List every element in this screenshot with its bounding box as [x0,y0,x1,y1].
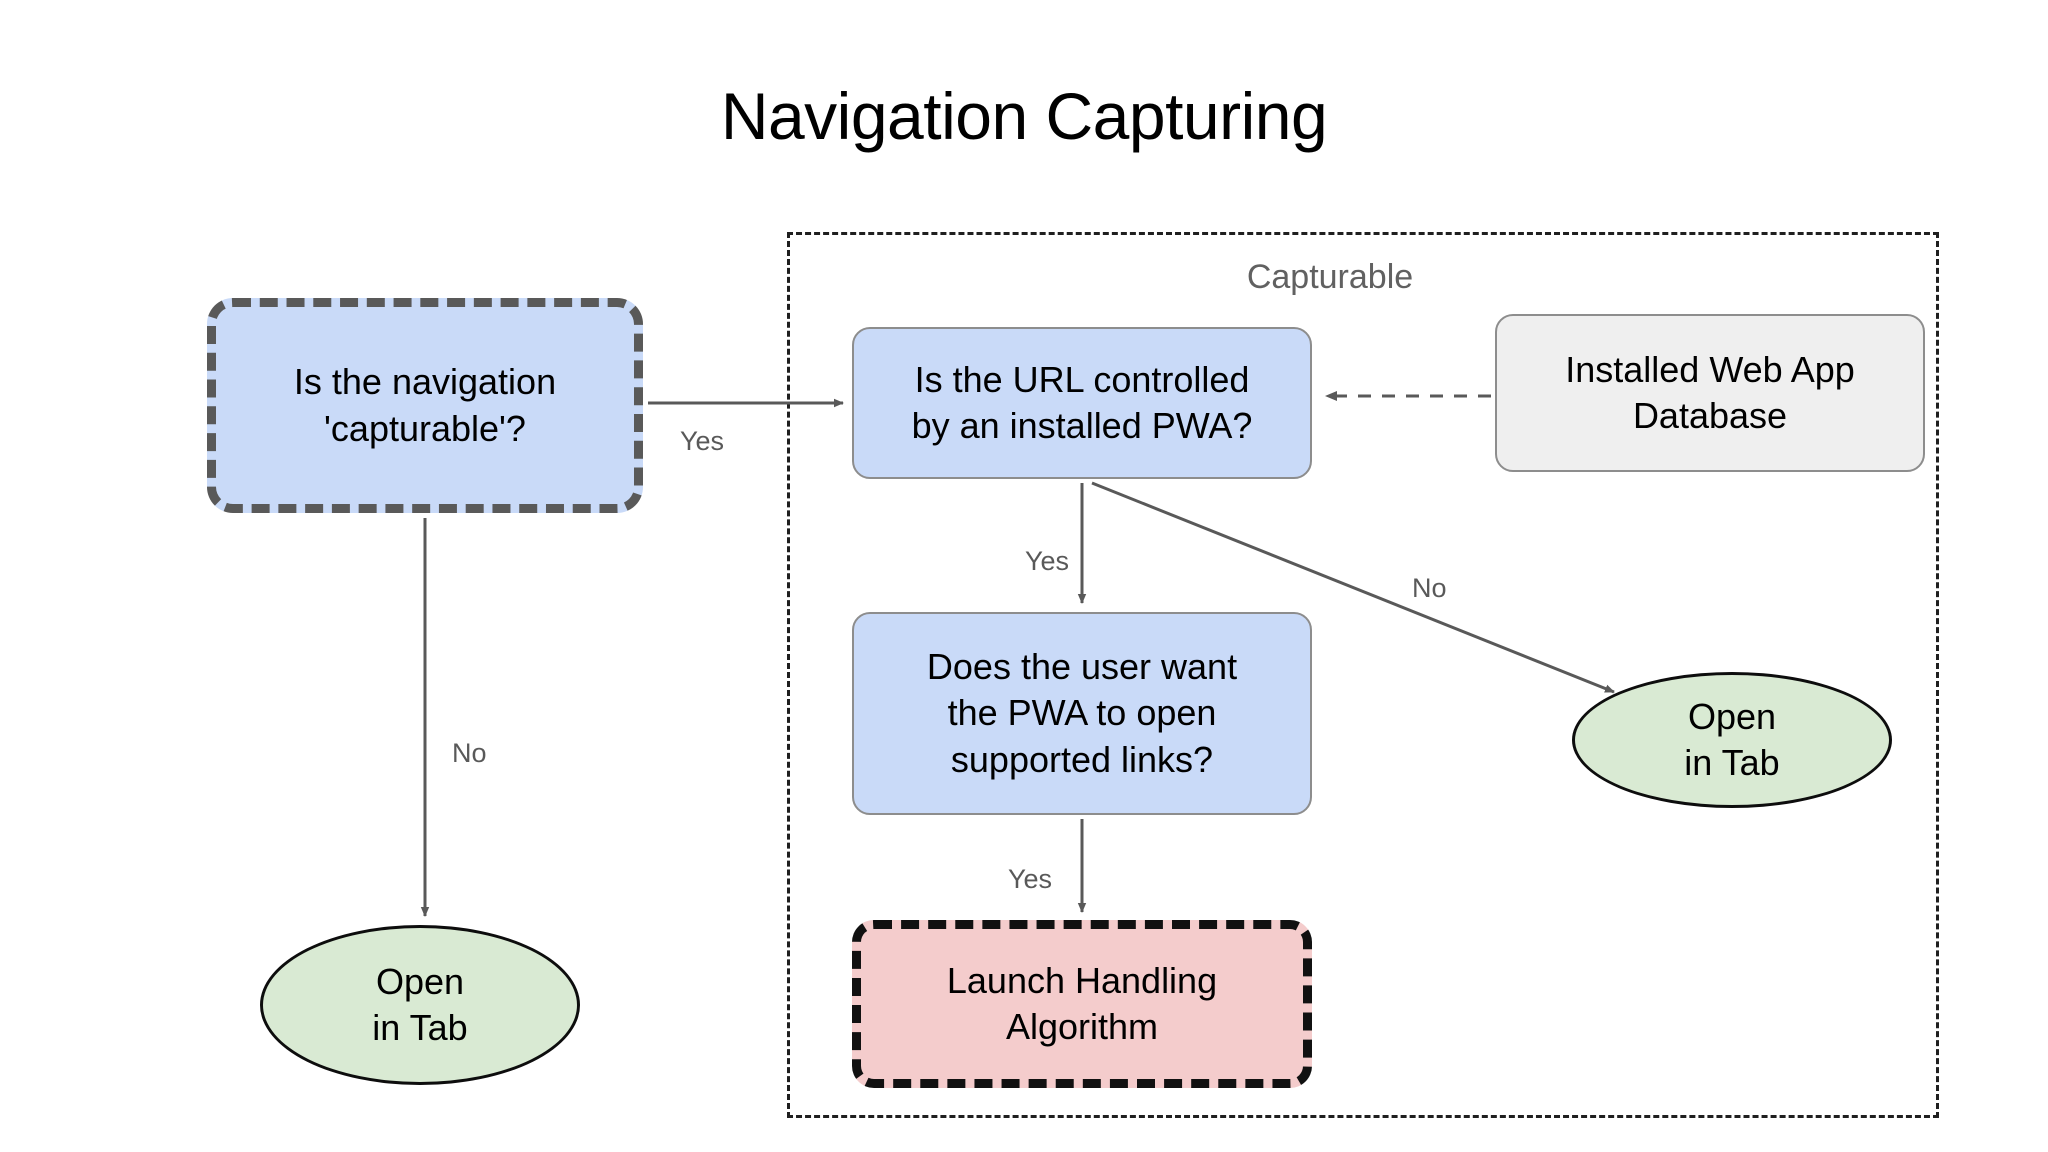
edge-label-yes-url-controlled: Yes [1025,546,1070,576]
capturable-group-label: Capturable [1246,258,1414,296]
edge-label-no-url-controlled: No [1412,573,1447,603]
node-does-user-want-pwa-open-supported-links[interactable]: Does the user want the PWA to open suppo… [852,612,1312,815]
node-installed-web-app-database[interactable]: Installed Web App Database [1495,314,1925,472]
node-is-navigation-capturable[interactable]: Is the navigation 'capturable'? [207,298,643,513]
capturable-group-container [787,232,1939,1118]
edge-label-yes-capturable: Yes [680,426,725,456]
node-is-url-controlled-by-installed-pwa[interactable]: Is the URL controlled by an installed PW… [852,327,1312,479]
node-launch-handling-algorithm[interactable]: Launch Handling Algorithm [852,920,1312,1088]
edge-label-no-capturable: No [452,738,487,768]
edge-label-yes-user-want: Yes [1008,864,1053,894]
page-title: Navigation Capturing [720,79,1328,153]
node-open-in-tab-right[interactable]: Open in Tab [1572,672,1892,808]
node-open-in-tab-left[interactable]: Open in Tab [260,925,580,1085]
